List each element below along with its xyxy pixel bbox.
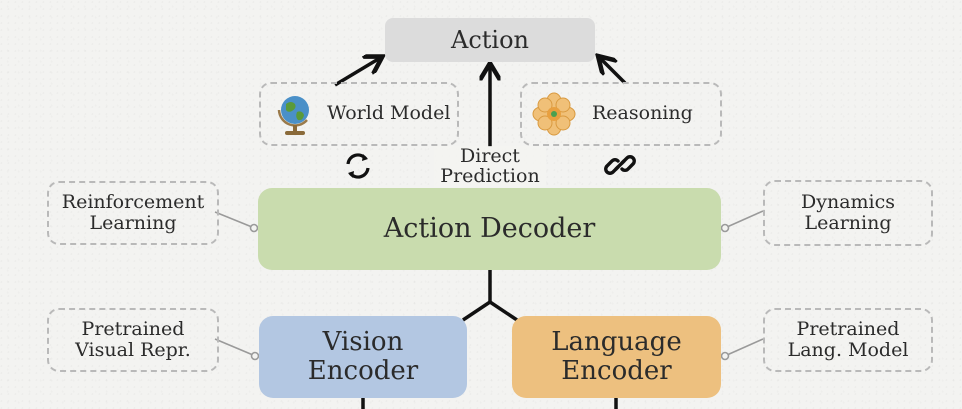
language-encoder-node: Language Encoder xyxy=(512,316,721,398)
direct-prediction-label: Direct Prediction xyxy=(434,146,546,187)
action-label: Action xyxy=(451,25,529,54)
flower-icon xyxy=(532,92,576,136)
action-decoder-label: Action Decoder xyxy=(383,212,596,244)
pretrained-lang-label: Pretrained Lang. Model xyxy=(787,317,909,361)
reinforcement-learning-label: Reinforcement Learning xyxy=(61,190,205,234)
pretrained-visual-label: Pretrained Visual Repr. xyxy=(75,317,191,361)
vision-branch xyxy=(462,300,491,322)
reasoning-node: Reasoning xyxy=(520,82,722,146)
vision-encoder-label: Vision Encoder xyxy=(307,326,419,386)
reasoning-label: Reasoning xyxy=(592,102,693,125)
arrow-world-to-action xyxy=(334,58,380,87)
link-icon xyxy=(604,149,636,185)
refresh-icon xyxy=(342,150,374,186)
pl-connector xyxy=(726,338,764,356)
rl-connector xyxy=(214,211,253,228)
world-model-node: World Model xyxy=(259,82,459,146)
reinforcement-learning-node: Reinforcement Learning xyxy=(47,181,219,245)
pretrained-lang-node: Pretrained Lang. Model xyxy=(763,308,933,372)
arrow-reasoning-to-action xyxy=(600,58,627,85)
pretrained-visual-node: Pretrained Visual Repr. xyxy=(47,308,219,372)
world-model-label: World Model xyxy=(327,102,451,125)
dynamics-learning-node: Dynamics Learning xyxy=(763,180,933,246)
dyn-connector xyxy=(726,210,764,228)
dynamics-learning-label: Dynamics Learning xyxy=(800,190,896,234)
pv-connector xyxy=(214,338,254,356)
vision-encoder-node: Vision Encoder xyxy=(259,316,467,398)
action-decoder-node: Action Decoder xyxy=(258,188,721,270)
language-branch xyxy=(489,300,518,322)
action-node: Action xyxy=(385,18,595,62)
language-encoder-label: Language Encoder xyxy=(551,326,682,386)
globe-icon xyxy=(275,92,315,136)
